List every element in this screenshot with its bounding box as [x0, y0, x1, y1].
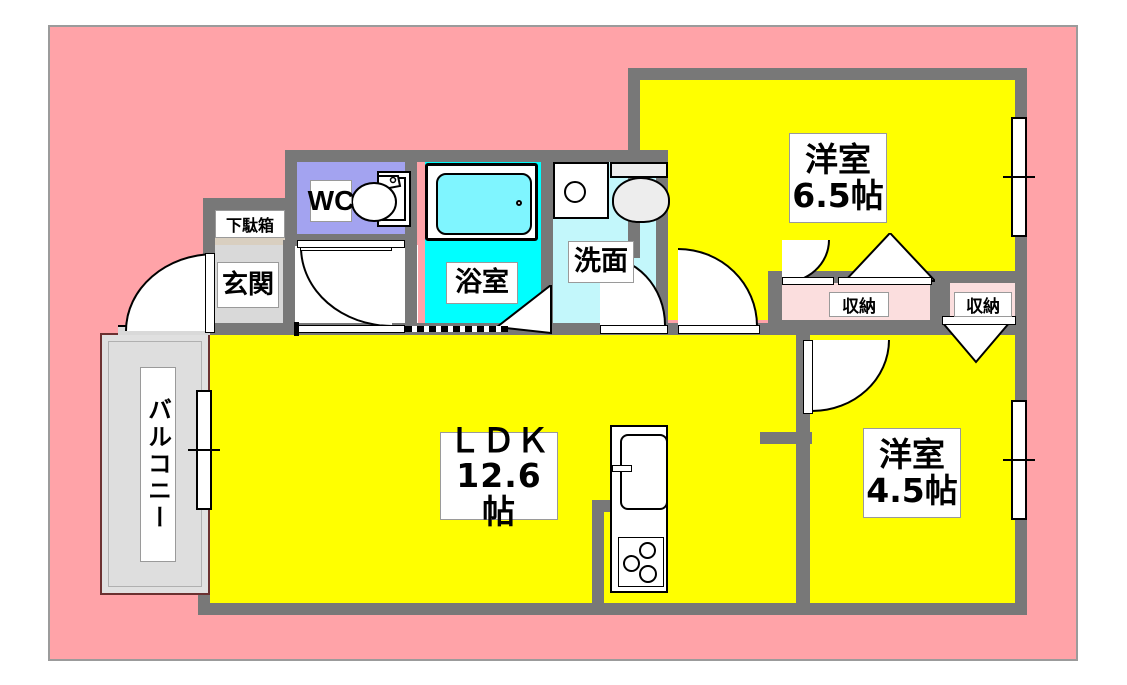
hall-bedroom-door-sill — [678, 325, 760, 334]
label-balcony: バルコニー — [140, 367, 176, 562]
wall-entrance-bottom — [203, 323, 298, 335]
label-bedroom-upper-name: 洋室 — [805, 140, 871, 180]
label-bathroom-name: 浴室 — [455, 267, 509, 299]
label-shoe-cabinet: 下駄箱 — [215, 210, 285, 238]
wall-entrance-right — [283, 240, 295, 335]
hall-ldk-sliding-door-dashes — [405, 326, 508, 332]
vanity-counter — [610, 162, 668, 178]
label-toilet-name: WC — [307, 184, 355, 216]
ldk-balcony-slider-line — [188, 449, 220, 451]
wall-entrance-top — [203, 198, 295, 210]
label-ldk-name: ＬＤＫ — [448, 420, 550, 460]
wall-bottom — [198, 603, 1027, 615]
label-bedroom-lower-name: 洋室 — [879, 435, 945, 475]
label-bedroom-lower-size: 4.5帖 — [866, 471, 958, 510]
label-closet-upper-name: 収納 — [842, 297, 876, 317]
wall-wc-top — [285, 150, 425, 162]
label-entrance: 玄関 — [217, 262, 279, 308]
bedroom-lower-door-leaf[interactable] — [803, 340, 813, 414]
bathroom-folding-door[interactable] — [497, 285, 553, 335]
drain-circle-icon — [564, 181, 586, 203]
bedroom-upper-door-sill — [782, 277, 834, 285]
label-toilet: WC — [307, 180, 355, 222]
label-bathroom: 浴室 — [446, 262, 518, 304]
label-ldk-size: 12.6帖 — [456, 456, 542, 531]
label-closet-upper: 収納 — [829, 292, 889, 317]
washroom-door-sill — [600, 325, 668, 334]
label-washroom: 洗面 — [568, 241, 634, 283]
bedroom-upper-window-line — [1003, 176, 1035, 178]
label-bedroom-upper: 洋室 6.5帖 — [789, 133, 887, 223]
label-washroom-name: 洗面 — [574, 246, 628, 278]
toilet-bowl-icon — [351, 171, 411, 227]
sliding-door-jamb — [294, 322, 299, 336]
bedroom-lower-window-line — [1003, 459, 1035, 461]
label-balcony-name: バルコニー — [143, 397, 172, 532]
entrance-door-leaf[interactable] — [205, 253, 215, 333]
wall-kitchen-partition-vert — [592, 500, 604, 605]
label-ldk: ＬＤＫ 12.6帖 — [440, 422, 558, 529]
stove-burner-3 — [639, 565, 657, 583]
closet-lower-folding-door[interactable] — [942, 322, 1010, 364]
kitchen-sink — [620, 434, 668, 510]
wall-bedroom-upper-top — [628, 68, 1027, 80]
label-bedroom-lower: 洋室 4.5帖 — [863, 428, 961, 518]
gas-stove — [618, 537, 664, 587]
hall-ldk-sliding-door-track[interactable] — [297, 325, 405, 333]
label-closet-lower: 収納 — [954, 292, 1012, 317]
kitchen-faucet-icon — [612, 465, 632, 472]
label-bedroom-upper-size: 6.5帖 — [792, 176, 884, 215]
bathtub — [425, 163, 538, 241]
kitchen-unit — [610, 425, 668, 593]
label-entrance-name: 玄関 — [221, 269, 274, 300]
label-shoe-cabinet-name: 下駄箱 — [225, 216, 274, 235]
wall-stub-kitchen — [760, 432, 812, 444]
closet-upper-door-sill — [838, 277, 932, 285]
stove-burner-2 — [623, 555, 640, 572]
vanity-basin-area — [610, 177, 670, 223]
wc-door-sill[interactable] — [297, 240, 405, 248]
wall-closet-left — [768, 271, 782, 335]
label-closet-lower-name: 収納 — [966, 297, 1000, 317]
bathtub-drain-icon — [516, 200, 522, 206]
toilet-bowl — [351, 168, 414, 230]
closet-upper-folding-door[interactable] — [845, 233, 935, 283]
stove-burner-1 — [639, 542, 656, 559]
washing-machine-space — [553, 162, 609, 219]
closet-lower-door-sill — [942, 316, 1016, 325]
vanity-basin-icon — [612, 177, 670, 223]
